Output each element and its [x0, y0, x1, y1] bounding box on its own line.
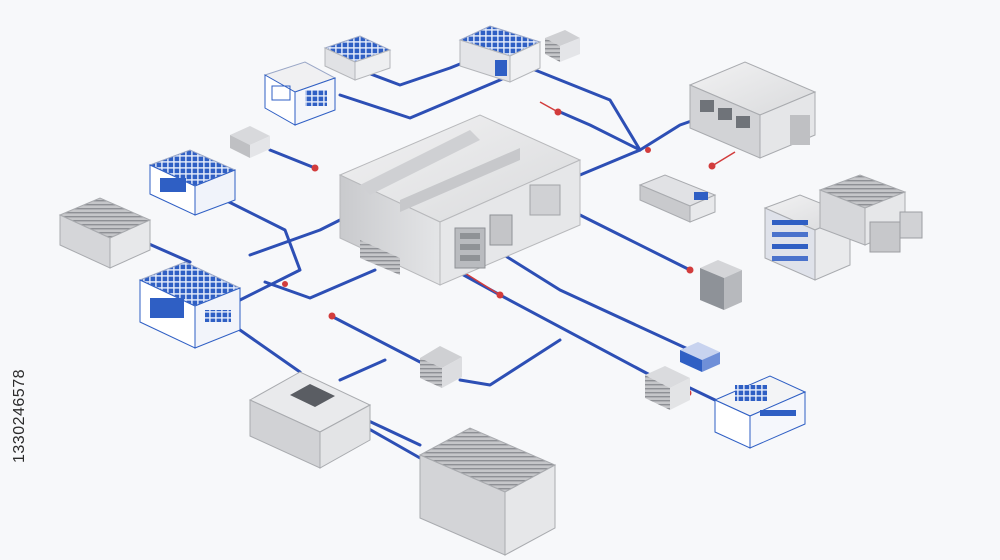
- cable: [340, 70, 520, 118]
- connector-marker: [645, 147, 651, 153]
- cable: [240, 330, 300, 372]
- server-unit-left: [150, 150, 235, 215]
- cable: [265, 270, 375, 298]
- cable: [690, 388, 715, 400]
- server-unit-left-lower: [140, 262, 240, 348]
- rack-row-right: [640, 175, 715, 222]
- connector-marker: [329, 313, 336, 320]
- connector-marker: [687, 267, 694, 274]
- small-router-left: [230, 126, 270, 158]
- twin-cabinet-top: [460, 26, 540, 82]
- large-container-bottom: [420, 428, 555, 555]
- cable: [335, 318, 420, 362]
- cable: [270, 150, 315, 168]
- red-lead: [712, 152, 735, 166]
- small-box-top-right: [545, 30, 580, 62]
- monitor-cabinet-right: [715, 376, 805, 448]
- flat-cabinet-bottom-left: [250, 372, 370, 468]
- switch-box-right: [680, 342, 720, 372]
- cable: [460, 340, 560, 385]
- stock-image-id: 1330246578: [10, 316, 30, 516]
- connector-marker: [282, 281, 288, 287]
- compact-box-right: [645, 366, 690, 410]
- cable: [580, 150, 640, 175]
- cable: [480, 240, 690, 350]
- blue-panel-cabinet-top: [325, 36, 390, 80]
- central-facility: [340, 115, 580, 285]
- vented-box-left: [60, 198, 150, 268]
- fan-unit-center: [420, 346, 462, 388]
- building-top-right: [690, 62, 815, 158]
- tall-rack-right: [700, 260, 742, 310]
- cable: [530, 68, 640, 150]
- red-lead: [540, 102, 558, 112]
- stock-image-id-text: 1330246578: [11, 369, 29, 463]
- cable: [340, 360, 385, 380]
- connector-marker: [312, 165, 319, 172]
- monitor-unit-left: [265, 62, 335, 125]
